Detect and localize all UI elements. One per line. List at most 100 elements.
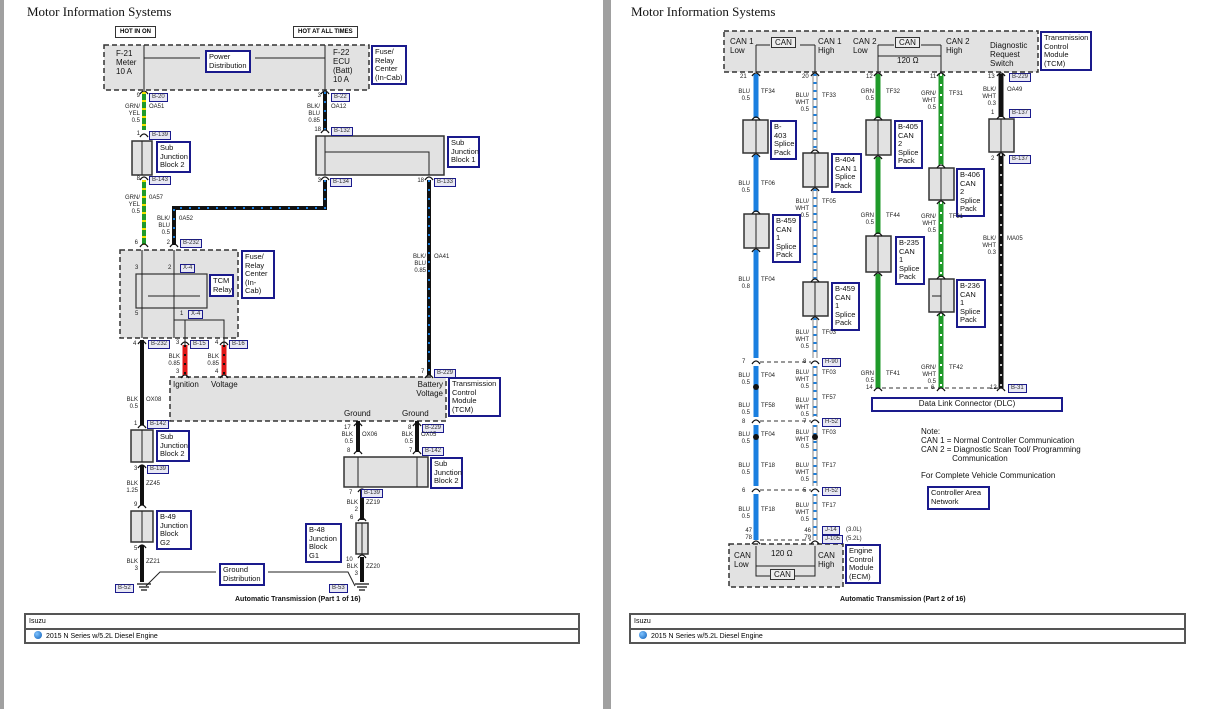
connector-tag-b133[interactable]: B-133 bbox=[434, 178, 457, 187]
pin-label: 7 bbox=[349, 490, 353, 496]
tcm-link[interactable]: Transmission Control Module (TCM) bbox=[448, 377, 501, 417]
connector-tag-b139[interactable]: B-139 bbox=[361, 489, 384, 498]
connector-tag-b139[interactable]: B-139 bbox=[147, 465, 170, 474]
sub-junction-block-1-link[interactable]: Sub Junction Block 1 bbox=[447, 136, 480, 168]
sub-junction-block-2-link[interactable]: Sub Junction Block 2 bbox=[156, 141, 191, 173]
pin-label: 6 bbox=[134, 240, 138, 246]
tcm-relay-link[interactable]: TCM Relay bbox=[209, 274, 234, 297]
wire-color-label: BLK 2 bbox=[346, 500, 358, 513]
sub-junction-block-2b-link[interactable]: Sub Junction Block 2 bbox=[156, 430, 190, 462]
ecm-can-high-label: CAN High bbox=[818, 551, 835, 569]
connector-tag-b142[interactable]: B-142 bbox=[147, 420, 170, 429]
circuit-label: TF41 bbox=[886, 371, 901, 377]
data-link-connector-link[interactable]: Data Link Connector (DLC) bbox=[871, 397, 1063, 412]
connector-tag-b229[interactable]: B-229 bbox=[422, 424, 445, 433]
connector-pin-icon bbox=[137, 464, 147, 469]
connector-tag-b132[interactable]: B-132 bbox=[331, 127, 354, 136]
connector-tag-b15[interactable]: B-15 bbox=[190, 340, 209, 349]
circuit-label: TF18 bbox=[761, 507, 776, 513]
connector-tag-b143[interactable]: B-143 bbox=[149, 176, 172, 185]
splice-pack-b459-link[interactable]: B-459 CAN 1 Splice Pack bbox=[772, 214, 801, 263]
footer-model-row[interactable]: 2015 N Series w/5.2L Diesel Engine bbox=[26, 630, 578, 644]
connector-tag-b31[interactable]: B-31 bbox=[1008, 384, 1027, 393]
connector-tag-j14[interactable]: J-14 bbox=[822, 526, 840, 535]
connector-tag-h52[interactable]: H-52 bbox=[822, 487, 842, 496]
splice-pack-b235-link[interactable]: B-235 CAN 1 Splice Pack bbox=[895, 236, 925, 285]
connector-pin-icon bbox=[810, 540, 820, 545]
circuit-label: ZZ21 bbox=[146, 559, 161, 565]
footer-make: Isuzu bbox=[631, 615, 1184, 630]
connector-tag-b20[interactable]: B-20 bbox=[149, 93, 168, 102]
page-1-title: Motor Information Systems bbox=[27, 4, 172, 19]
connector-tag-b139[interactable]: B-139 bbox=[149, 131, 172, 140]
wire-color-label: BLU/ WHT 0.5 bbox=[795, 93, 809, 113]
connector-tag-b53[interactable]: B-53 bbox=[329, 584, 348, 593]
splice-pack-b404-link[interactable]: B-404 CAN 1 Splice Pack bbox=[831, 153, 862, 193]
connector-tag-b52[interactable]: B-52 bbox=[115, 584, 134, 593]
tcm-link-2[interactable]: Transmission Control Module (TCM) bbox=[1040, 31, 1092, 71]
connector-tag-h52[interactable]: H-52 bbox=[822, 418, 842, 427]
connector-tag-b22[interactable]: B-22 bbox=[331, 93, 350, 102]
ecm-link[interactable]: Engine Control Module (ECM) bbox=[845, 544, 881, 584]
wires-page-2 bbox=[753, 74, 1004, 540]
wire-color-label: GRN 0.5 bbox=[860, 213, 874, 226]
connector-tag-b229[interactable]: B-229 bbox=[1009, 73, 1032, 82]
splice-pack-b405-link[interactable]: B-405 CAN 2 Splice Pack bbox=[894, 120, 923, 169]
connector-pin-icon bbox=[353, 450, 363, 455]
connector-tag-b137[interactable]: B-137 bbox=[1009, 109, 1032, 118]
connector-tag-b16[interactable]: B-16 bbox=[229, 340, 248, 349]
connector-pin-icon bbox=[751, 360, 761, 365]
splice-pack-b403-link[interactable]: B-403 Splice Pack bbox=[770, 120, 797, 160]
note-text: Note: CAN 1 = Normal Controller Communic… bbox=[921, 427, 1081, 463]
splice-pack-b236-link[interactable]: B-236 CAN 1 Splice Pack bbox=[956, 279, 986, 328]
pin-label: 3 bbox=[135, 265, 139, 271]
connector-pin-icon bbox=[320, 176, 330, 181]
junction-block-g1-link[interactable]: B-48 Junction Block G1 bbox=[305, 523, 342, 563]
circuit-label: TF04 bbox=[761, 432, 776, 438]
connector-tag-x4[interactable]: X-4 bbox=[188, 310, 204, 319]
connector-tag-b142[interactable]: B-142 bbox=[422, 447, 445, 456]
connector-tag-j105[interactable]: J-105 bbox=[822, 535, 844, 544]
controller-area-network-link[interactable]: Controller Area Network bbox=[927, 486, 990, 510]
wire-color-label: BLK 0.5 bbox=[401, 432, 413, 445]
circuit-label: ZZ19 bbox=[366, 500, 381, 506]
connector-tag-b232[interactable]: B-232 bbox=[148, 340, 171, 349]
power-distribution-link[interactable]: Power Distribution bbox=[205, 50, 251, 73]
pin-label: 1 bbox=[134, 421, 138, 427]
pin-label: 8 bbox=[742, 419, 746, 425]
ground-icon bbox=[137, 583, 369, 591]
ground-distribution-link[interactable]: Ground Distribution bbox=[219, 563, 265, 586]
connector-pin-icon bbox=[139, 243, 149, 248]
diagram-caption: Automatic Transmission (Part 1 of 16) bbox=[235, 596, 361, 603]
footer-model: 2015 N Series w/5.2L Diesel Engine bbox=[46, 633, 158, 640]
vehicle-footer: Isuzu 2015 N Series w/5.2L Diesel Engine bbox=[629, 613, 1186, 644]
wire-color-label: BLK 0.85 bbox=[168, 354, 180, 367]
connector-tag-b232[interactable]: B-232 bbox=[180, 239, 203, 248]
pin-label: 7 bbox=[421, 369, 425, 375]
connector-tag-x4[interactable]: X-4 bbox=[180, 264, 196, 273]
sub-junction-block-2c-link[interactable]: Sub Junction Block 2 bbox=[430, 457, 463, 489]
fuse-relay-center-2-link[interactable]: Fuse/ Relay Center (In-Cab) bbox=[241, 250, 275, 299]
connector-tag-b134[interactable]: B-134 bbox=[330, 178, 353, 187]
wire-color-label: BLK 0.85 bbox=[207, 354, 219, 367]
connector-tag-b229[interactable]: B-229 bbox=[434, 369, 457, 378]
connector-tag-b137[interactable]: B-137 bbox=[1009, 155, 1032, 164]
splice-pack-b406-link[interactable]: B-406 CAN 2 Splice Pack bbox=[956, 168, 985, 217]
footer-model-row[interactable]: 2015 N Series w/5.2L Diesel Engine bbox=[631, 630, 1184, 644]
wire-color-label: GRN 0.5 bbox=[860, 371, 874, 384]
hot-in-on-label: HOT IN ON bbox=[115, 26, 156, 38]
connector-pin-icon bbox=[810, 72, 820, 77]
circuit-label: 0A52 bbox=[179, 216, 194, 222]
pin-label: 47 78 bbox=[745, 528, 752, 541]
junction-block-g2-link[interactable]: B-49 Junction Block G2 bbox=[156, 510, 192, 550]
wire-color-label: GRN/ YEL 0.5 bbox=[125, 104, 140, 124]
connector-tag-h90[interactable]: H-90 bbox=[822, 358, 842, 367]
wire-color-label: GRN/ WHT 0.5 bbox=[921, 365, 936, 385]
circuit-label: TF33 bbox=[822, 93, 837, 99]
connector-pin-icon bbox=[810, 278, 820, 283]
fuse-relay-center-link[interactable]: Fuse/ Relay Center (In-Cab) bbox=[371, 45, 407, 85]
splice-pack-b459b-link[interactable]: B-459 CAN 1 Splice Pack bbox=[831, 282, 860, 331]
tcm-relay-box bbox=[135, 273, 208, 309]
connector-pin-icon bbox=[751, 153, 761, 158]
pin-label: 14 bbox=[866, 385, 873, 391]
